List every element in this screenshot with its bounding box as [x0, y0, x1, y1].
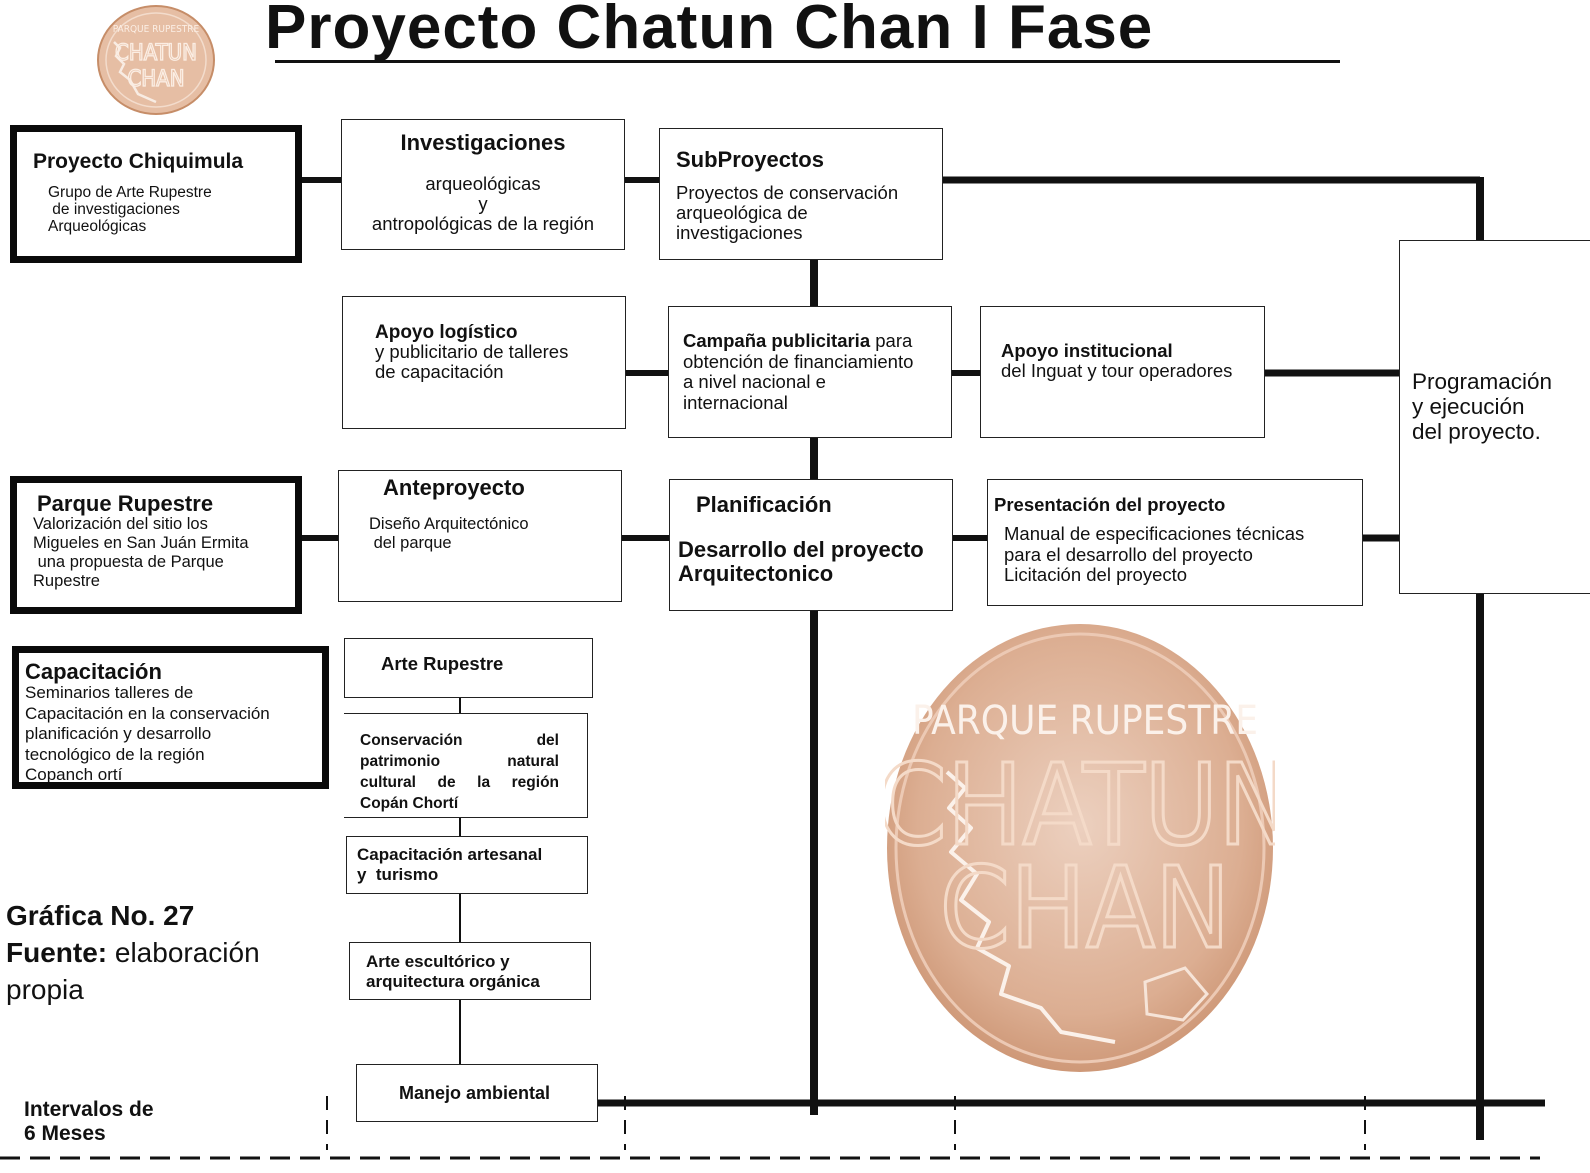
box-title: Investigaciones [400, 130, 566, 155]
box-line: una propuesta de Parque [33, 553, 224, 571]
box-line: Seminarios talleres de [25, 683, 194, 702]
box-title: Apoyo institucional [1001, 340, 1173, 361]
box-line: Arte escultórico y [366, 952, 510, 971]
box-title: Apoyo logístico [375, 322, 518, 343]
caption-fuente-label: Fuente: [6, 937, 108, 968]
box-line: arqueológicas [425, 173, 541, 194]
box-line: planificación y desarrollo [25, 724, 212, 743]
box-line: y ejecución [1412, 394, 1525, 419]
box-line: arqueológica de [676, 202, 808, 223]
box-subtitle: Desarrollo del proyecto [678, 537, 924, 562]
box-line: del proyecto. [1412, 419, 1541, 444]
box-line: Diseño Arquitectónico [369, 515, 529, 533]
caption-grafica: Gráfica No. 27 [6, 900, 195, 931]
box-line: Rupestre [33, 572, 100, 590]
interval-line: 6 Meses [24, 1122, 106, 1145]
caption-fuente-text2: propia [6, 974, 84, 1005]
box-line: Migueles en San Juán Ermita [33, 534, 249, 552]
box-line: Copanch ortí [25, 765, 123, 784]
seal-lettering: PARQUE RUPESTRE [912, 698, 1258, 744]
box-line: Programación [1412, 369, 1553, 394]
box-line: antropológicas de la región [371, 213, 595, 234]
box-line: cultural de la región [360, 774, 559, 791]
box-campana-publicitaria: Campaña publicitaria para obtención de f… [668, 306, 952, 438]
box-title: Arte Rupestre [381, 653, 504, 674]
box-title: Manejo ambiental [399, 1083, 551, 1103]
box-title: Campaña publicitaria [683, 330, 871, 351]
box-line: Manual de especificaciones técnicas [1004, 523, 1305, 544]
box-capacitacion: Capacitación Seminarios talleres de Capa… [12, 646, 329, 789]
box-capacitacion-artesanal: Capacitación artesanal y turismo [346, 836, 588, 894]
box-line: Copán Chortí [360, 795, 459, 812]
seal-lettering: CHATUN [885, 741, 1275, 871]
seal-lettering: PARQUE RUPESTRE [113, 24, 200, 35]
caption-fuente-text: elaboración [107, 937, 260, 968]
box-title: Anteproyecto [383, 475, 525, 500]
box-line: Licitación del proyecto [1004, 564, 1188, 585]
box-title: Proyecto Chiquimula [33, 150, 244, 173]
box-line: tecnológico de la región [25, 744, 205, 764]
box-line: patrimonio natural [360, 753, 559, 770]
box-title: Presentación del proyecto [994, 494, 1226, 515]
box-manejo-ambiental: Manejo ambiental [356, 1064, 598, 1122]
box-title: Parque Rupestre [37, 491, 214, 516]
box-line: Conservación del [360, 732, 559, 749]
box-line: del parque [369, 534, 452, 552]
box-line: y publicitario de talleres [375, 341, 569, 362]
title-underline [275, 60, 1340, 63]
box-programacion: Programación y ejecución del proyecto. [1399, 240, 1590, 594]
box-conservacion: Conservación del patrimonio natural cult… [344, 713, 588, 818]
page-title: Proyecto Chatun Chan I Fase [265, 0, 1154, 62]
box-line: a nivel nacional e [683, 371, 826, 392]
box-line: Capacitación en la conservación [25, 703, 270, 723]
box-subproyectos: SubProyectos Proyectos de conservación a… [659, 128, 943, 260]
box-line: para el desarrollo del proyecto [1004, 543, 1253, 565]
box-planificacion: Planificación Desarrollo del proyecto Ar… [669, 479, 953, 611]
box-title: Capacitación [25, 659, 162, 684]
box-anteproyecto: Anteproyecto Diseño Arquitectónico del p… [338, 470, 622, 602]
box-presentacion-proyecto: Presentación del proyecto Manual de espe… [987, 479, 1363, 606]
box-line: de investigaciones [48, 201, 180, 218]
interval-line: Intervalos de [24, 1098, 154, 1121]
box-line: Proyectos de conservación [676, 182, 899, 203]
box-title-rest: para [870, 330, 913, 351]
box-arte-rupestre: Arte Rupestre [344, 638, 593, 698]
box-title: Planificación [696, 492, 832, 517]
seal-lettering: CHAN [127, 67, 184, 92]
box-parque-rupestre: Parque Rupestre Valorización del sitio l… [10, 476, 302, 614]
box-line: de capacitación [375, 361, 504, 382]
box-line: investigaciones [676, 222, 803, 243]
box-line: internacional [683, 391, 788, 413]
box-proyecto-chiquimula: Proyecto Chiquimula Grupo de Arte Rupest… [10, 125, 302, 263]
interval-label: Intervalos de 6 Meses [24, 1098, 154, 1146]
box-line: Capacitación artesanal [357, 845, 543, 864]
box-apoyo-logistico: Apoyo logístico y publicitario de taller… [342, 296, 626, 429]
figure-caption: Gráfica No. 27 Fuente: elaboración propi… [6, 897, 260, 1008]
box-line: Valorización del sitio los [33, 515, 208, 533]
box-line: y [478, 193, 488, 214]
seal-lettering: CHAN [940, 844, 1230, 974]
box-line: Arqueológicas [48, 218, 147, 235]
box-arte-escultorico: Arte escultórico y arquitectura orgánica [349, 942, 591, 1000]
box-line: y turismo [357, 865, 439, 884]
box-line: Grupo de Arte Rupestre [48, 184, 212, 201]
box-apoyo-institucional: Apoyo institucional del Inguat y tour op… [980, 306, 1265, 438]
box-line: obtención de financiamiento [683, 350, 914, 372]
box-line: del Inguat y tour operadores [1001, 360, 1233, 381]
box-subtitle: Arquitectonico [678, 561, 834, 586]
seal-lettering: CHATUN [115, 41, 197, 66]
box-investigaciones: Investigaciones arqueológicas y antropol… [341, 119, 625, 250]
box-title: SubProyectos [676, 147, 824, 172]
box-line: arquitectura orgánica [366, 972, 540, 991]
